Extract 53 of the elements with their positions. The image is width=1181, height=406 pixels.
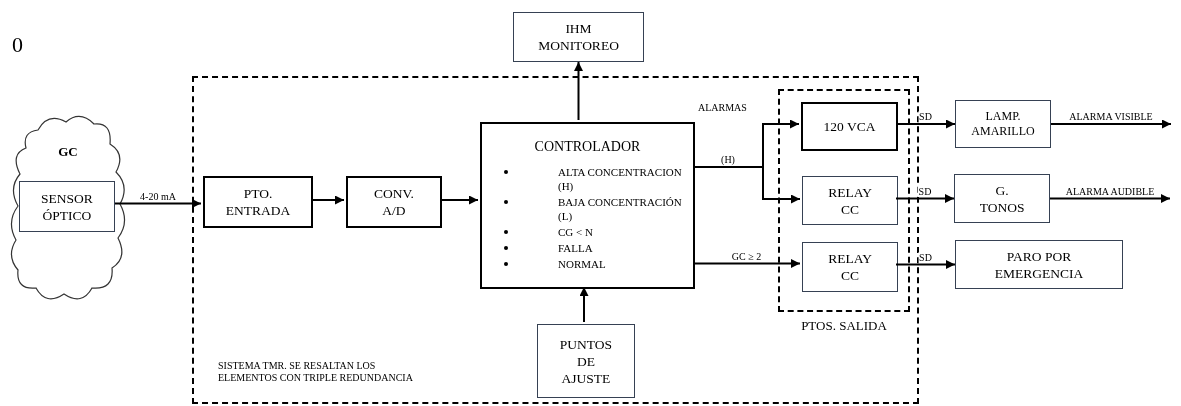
arrow [895, 194, 955, 203]
box-label: PUNTOS DE AJUSTE [559, 335, 613, 387]
arrow [692, 259, 801, 268]
list-item: FALLA [558, 241, 593, 255]
box-label: RELAY CC [828, 183, 872, 218]
process-box [513, 12, 644, 62]
process-box [802, 176, 898, 225]
controller-box [480, 122, 695, 289]
edge-label: SD [917, 185, 933, 197]
edge-label: ALARMA VISIBLE [1068, 111, 1154, 122]
process-box [801, 102, 898, 151]
arrow [895, 260, 956, 269]
arrow [895, 119, 956, 129]
process-box [955, 240, 1123, 289]
list-item: ALTA CONCENTRACION (H) [558, 165, 683, 193]
figure-number: 0 [12, 34, 23, 56]
sensor-box [19, 181, 115, 232]
box-label: PTO. ENTRADA [225, 185, 291, 219]
process-box [203, 176, 313, 228]
process-box [537, 324, 635, 398]
process-box [954, 174, 1050, 223]
list-item: CG < N [558, 225, 593, 239]
arrow [579, 286, 589, 323]
box-label: 120 VCA [823, 118, 876, 135]
box-label: LAMP. AMARILLO [971, 109, 1035, 139]
arrow [439, 195, 479, 205]
arrow [574, 61, 583, 121]
arrow [1049, 194, 1171, 203]
edge-label: ALARMA AUDIBLE [1064, 185, 1156, 197]
arrow [310, 195, 345, 205]
signal-label: ALARMAS [698, 103, 747, 113]
edge-label: GC ≥ 2 [730, 250, 763, 262]
group-label: PTOS. SALIDA [800, 317, 888, 334]
box-label: G. TONOS [979, 181, 1025, 216]
cloud-label: GC [58, 143, 78, 161]
edge-label: SD [918, 251, 933, 263]
note-text: SISTEMA TMR. SE RESALTAN LOS ELEMENTOS CON TRIPLE REDUNDANCIA [218, 360, 414, 384]
process-box [346, 176, 442, 228]
box-label: PARO POR EMERGENCIA [993, 247, 1085, 282]
edge-label: 4-20 mA [139, 190, 177, 202]
box-label: SENSOR ÓPTICO [41, 189, 93, 224]
process-box [955, 100, 1051, 148]
edge-label: (H) [720, 154, 736, 165]
list-item: BAJA CONCENTRACIÓN (L) [558, 195, 683, 223]
block-title: CONTROLADOR [534, 138, 642, 156]
box-label: CONV. A/D [374, 185, 414, 219]
box-label: IHM MONITOREO [538, 20, 619, 54]
edge-label: SD [918, 111, 933, 122]
box-label: RELAY CC [828, 250, 872, 284]
system-boundary [192, 76, 919, 404]
process-box [802, 242, 898, 292]
arrow [1050, 119, 1172, 129]
list-item: NORMAL [558, 257, 606, 271]
